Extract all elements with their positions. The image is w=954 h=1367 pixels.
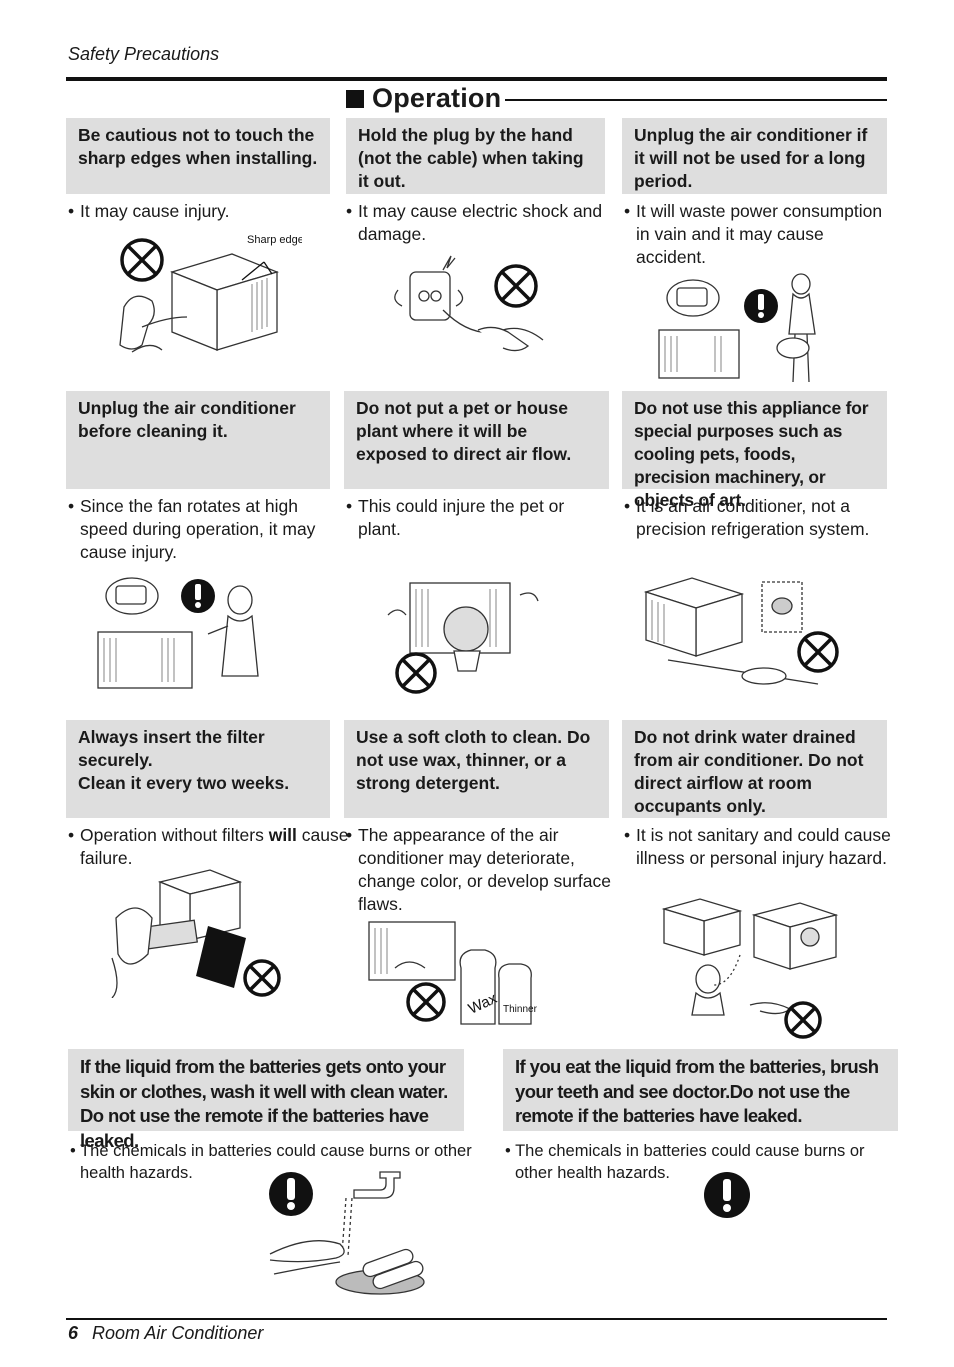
- bullet: •: [68, 825, 75, 845]
- prohibited-icon: [406, 982, 446, 1022]
- caution-desc-pet-plant: •This could injure the pet or plant.: [346, 496, 565, 539]
- page-footer: 6 Room Air Conditioner: [68, 1323, 263, 1344]
- caution-desc-sharp-edges: •It may cause injury.: [68, 201, 230, 221]
- caution-box-cleaning: Unplug the air conditioner before cleani…: [66, 391, 330, 489]
- caution-desc-drain-water: •It is not sanitary and could cause illn…: [624, 825, 891, 868]
- caution-box-pet-plant: Do not put a pet or house plant where it…: [344, 391, 609, 489]
- bullet: •: [505, 1142, 511, 1160]
- bullet: •: [68, 496, 75, 516]
- section-rule: [505, 99, 887, 101]
- bullet: •: [624, 201, 631, 221]
- caution-desc-unplug-long: •It will waste power consumption in vain…: [624, 201, 883, 267]
- footer-rule: [66, 1318, 887, 1320]
- prohibited-icon: [243, 959, 281, 997]
- prohibited-icon: [120, 238, 164, 282]
- warning-exclamation-icon: [181, 579, 215, 613]
- caution-box-sharp-edges: Be cautious not to touch the sharp edges…: [66, 118, 330, 194]
- caution-desc-soft-cloth: •The appearance of the air conditioner m…: [346, 825, 611, 914]
- section-heading: Operation: [346, 83, 501, 114]
- caution-desc-filter: •Operation without filters will cause fa…: [68, 825, 349, 868]
- caution-desc-cleaning: •Since the fan rotates at high speed dur…: [68, 496, 316, 562]
- caution-desc-special-purposes: •It is an air conditioner, not a precisi…: [624, 496, 870, 539]
- prohibited-icon: [395, 652, 437, 694]
- bullet: •: [68, 201, 75, 221]
- sharp-edges-label: Sharp edges: [247, 234, 302, 246]
- page-number: 6: [68, 1323, 79, 1343]
- bullet: •: [624, 825, 631, 845]
- pet-plant-illustration: [387, 582, 539, 694]
- wash-hands-illustration: [269, 1171, 425, 1295]
- sharp-edges-illustration: Sharp edges: [119, 234, 302, 353]
- bullet: •: [346, 201, 353, 221]
- battery-eat-box: If you eat the liquid from the batteries…: [503, 1049, 898, 1131]
- prohibited-icon: [797, 631, 839, 673]
- prohibited-icon: [494, 264, 538, 308]
- unplug-long-illustration: [658, 273, 816, 383]
- section-title: Operation: [372, 83, 502, 113]
- soft-cloth-illustration: Wax Thinner: [368, 921, 538, 1025]
- bullet: •: [346, 496, 353, 516]
- caution-box-special-purposes: Do not use this appliance for special pu…: [622, 391, 887, 510]
- special-purposes-illustration: [643, 577, 839, 685]
- warning-exclamation-icon: [744, 289, 778, 323]
- caution-box-plug: Hold the plug by the hand (not the cable…: [346, 118, 605, 194]
- thinner-label: Thinner: [503, 1004, 538, 1015]
- footer-title: Room Air Conditioner: [92, 1323, 264, 1343]
- drain-water-illustration: [661, 898, 839, 1039]
- section-square-icon: [346, 89, 364, 108]
- warning-exclamation-icon: [704, 1172, 750, 1218]
- plug-illustration: [394, 255, 544, 352]
- caution-box-soft-cloth: Use a soft cloth to clean. Do not use wa…: [344, 720, 609, 818]
- battery-skin-box: If the liquid from the batteries gets on…: [68, 1049, 464, 1151]
- caution-box-filter: Always insert the filter securely. Clean…: [66, 720, 330, 818]
- cleaning-illustration: [97, 577, 259, 689]
- page-header-title: Safety Precautions: [68, 44, 220, 64]
- filter-sheet: [196, 926, 246, 988]
- caution-desc-plug: •It may cause electric shock and damage.: [346, 201, 603, 244]
- caution-box-unplug-long: Unplug the air conditioner if it will no…: [622, 118, 887, 194]
- warning-exclamation-icon: [269, 1172, 313, 1216]
- filter-illustration: [111, 869, 281, 998]
- battery-eat-desc: • The chemicals in batteries could cause…: [505, 1142, 865, 1182]
- prohibited-icon: [784, 1001, 822, 1039]
- battery-skin-desc: • The chemicals in batteries could cause…: [70, 1142, 472, 1182]
- caution-box-drain-water: Do not drink water drained from air cond…: [622, 720, 887, 818]
- bullet: •: [70, 1142, 76, 1160]
- bullet: •: [624, 496, 631, 516]
- bullet: •: [346, 825, 353, 845]
- header-rule: [66, 77, 887, 81]
